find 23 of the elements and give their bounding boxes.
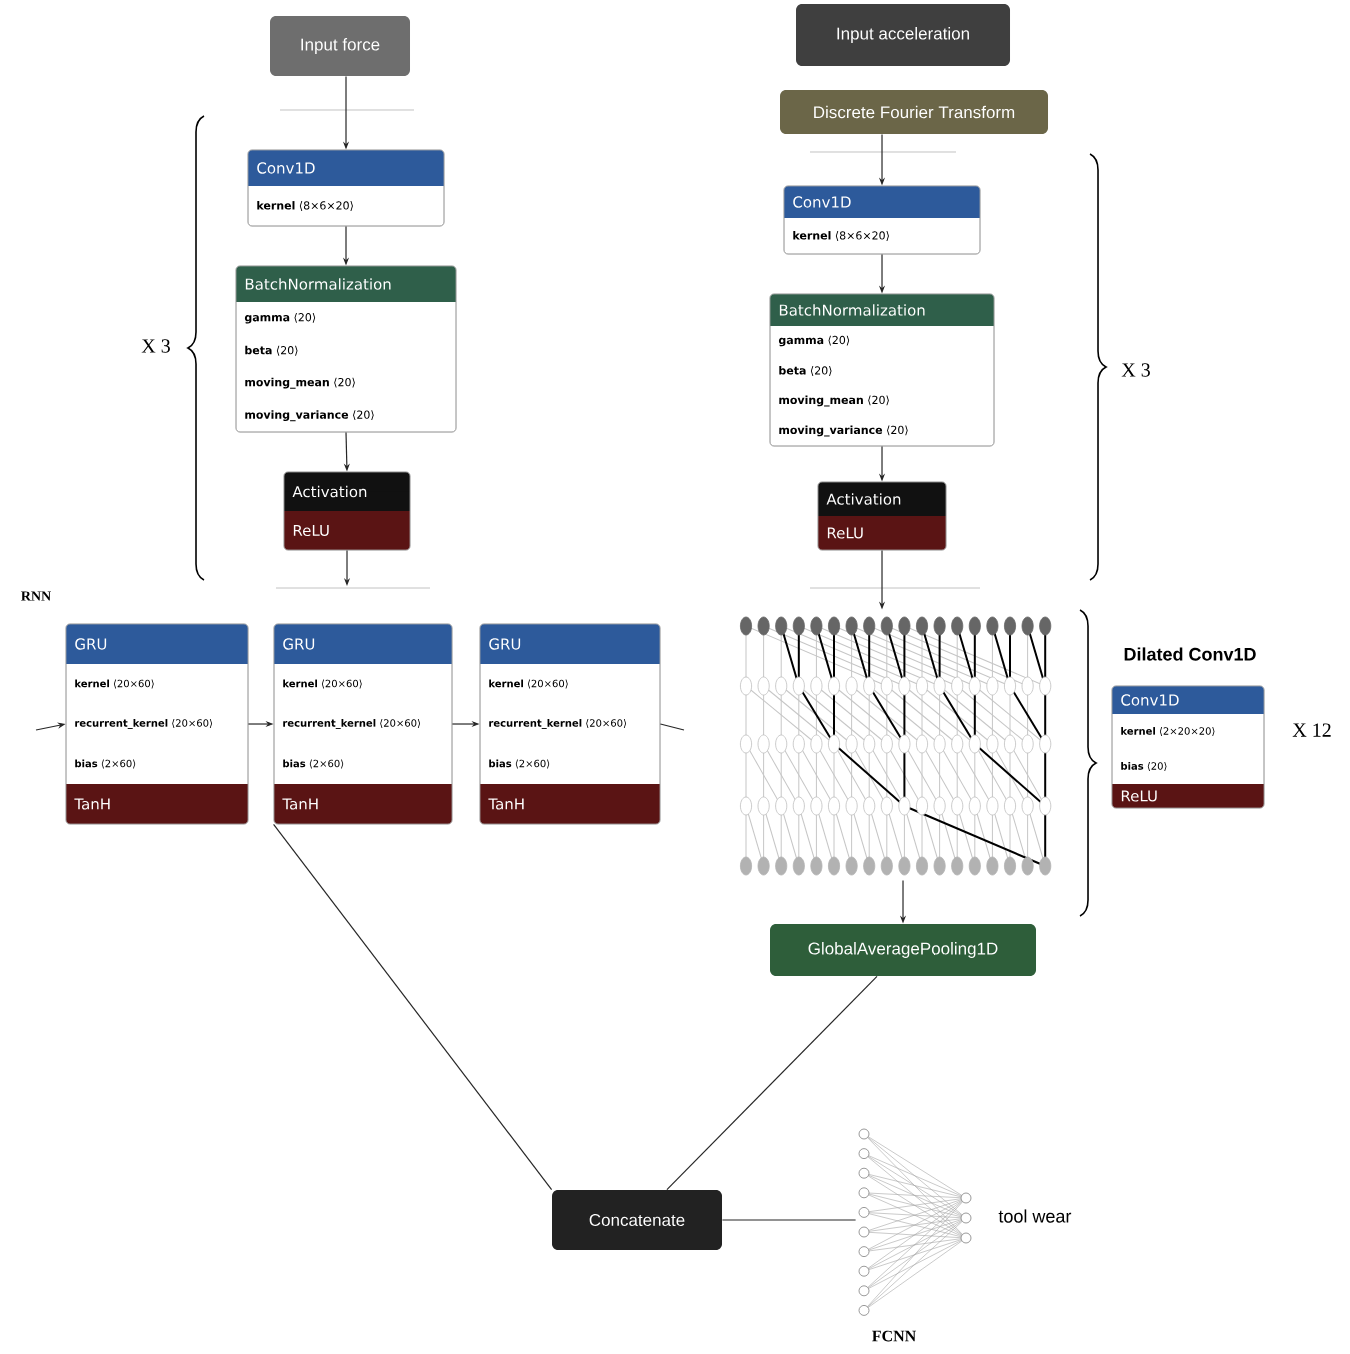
input-box: Input force bbox=[270, 16, 410, 76]
layer-box bbox=[479, 623, 661, 825]
heading: Dilated Conv1D bbox=[1124, 647, 1256, 661]
dilated-convolution-drawing bbox=[740, 616, 1052, 876]
layer-box bbox=[817, 481, 947, 551]
annotation-text: X 3 bbox=[1121, 363, 1150, 377]
layer-box bbox=[235, 265, 457, 433]
transform-box: Discrete Fourier Transform bbox=[780, 90, 1048, 134]
layer-box bbox=[783, 185, 981, 255]
layer-box bbox=[247, 149, 445, 227]
layer-box bbox=[769, 293, 995, 447]
concatenate-box: Concatenate bbox=[552, 1190, 722, 1250]
layer-box bbox=[283, 471, 411, 551]
pooling-box: GlobalAveragePooling1D bbox=[770, 924, 1036, 976]
annotation-text: X 12 bbox=[1292, 723, 1331, 737]
input-box: Input acceleration bbox=[796, 4, 1010, 66]
neural-network-drawing bbox=[858, 1128, 972, 1316]
layer-box bbox=[1111, 647, 1265, 809]
caption-text: FCNN bbox=[872, 1330, 917, 1342]
annotation-text: X 3 bbox=[141, 339, 170, 353]
caption-text: tool wear bbox=[998, 1209, 1072, 1223]
layer-box bbox=[273, 623, 453, 825]
layer-box bbox=[65, 623, 249, 825]
